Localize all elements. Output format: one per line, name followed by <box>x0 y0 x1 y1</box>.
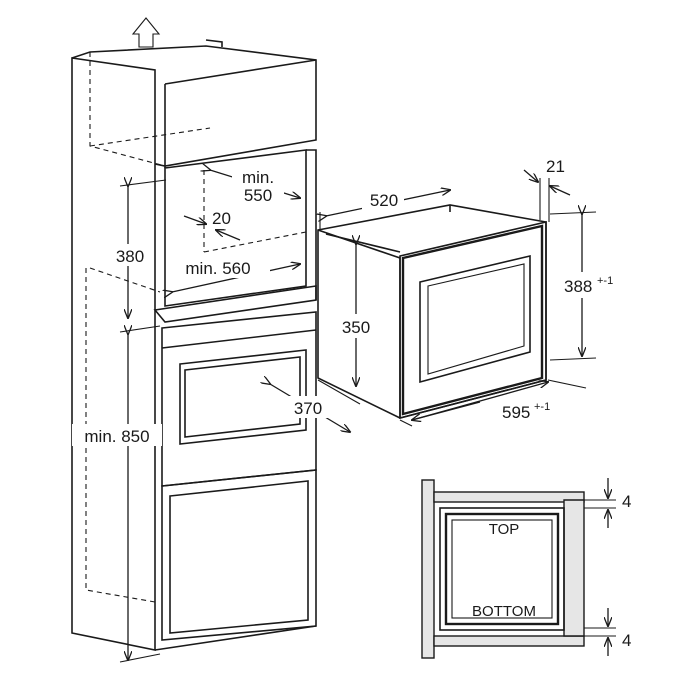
floor-height-label: min. 850 <box>84 427 149 446</box>
bottom-gap-dimension: 4 <box>584 608 631 656</box>
ventilation-up-arrow-icon <box>131 17 161 48</box>
offset-label: 20 <box>212 209 231 228</box>
top-label: TOP <box>489 521 520 538</box>
niche-width-dimension: min. 560 <box>168 256 300 292</box>
oven-width-dimension: 520 <box>320 188 450 230</box>
oven-width-label: 520 <box>370 191 398 210</box>
top-gap-dimension: 4 <box>584 478 631 528</box>
oven-depth-label: 370 <box>294 399 322 418</box>
front-depth-dimension: 21 <box>523 157 571 222</box>
front-width-label: 595 <box>502 403 530 422</box>
oven-height-dimension: 350 <box>334 244 378 386</box>
front-height-tolerance: +-1 <box>597 275 613 287</box>
top-gap-label: 4 <box>622 492 631 511</box>
niche-depth-label-line2: 550 <box>244 186 272 205</box>
bottom-gap-label: 4 <box>622 631 631 650</box>
front-width-tolerance: +-1 <box>534 401 550 413</box>
offset-dimension: 20 <box>183 209 241 241</box>
oven-height-label: 350 <box>342 318 370 337</box>
front-height-label: 388 <box>564 277 592 296</box>
front-depth-label: 21 <box>546 157 565 176</box>
front-width-dimension: 595 +-1 <box>399 379 587 427</box>
niche-depth-dimension: min. 550 <box>210 166 300 206</box>
tall-cabinet <box>71 17 317 651</box>
niche-height-label: 380 <box>116 247 144 266</box>
front-height-dimension: 388 +-1 <box>549 212 632 361</box>
floor-height-dimension: min. 850 <box>72 326 162 663</box>
niche-height-dimension: 380 <box>108 180 167 318</box>
microwave-unit <box>317 204 547 420</box>
niche-width-label: min. 560 <box>185 259 250 278</box>
cross-section: TOP BOTTOM <box>421 479 585 659</box>
niche-depth-label-line1: min. <box>242 168 274 187</box>
oven-depth-dimension: 370 <box>270 380 361 432</box>
bottom-label: BOTTOM <box>472 603 536 620</box>
